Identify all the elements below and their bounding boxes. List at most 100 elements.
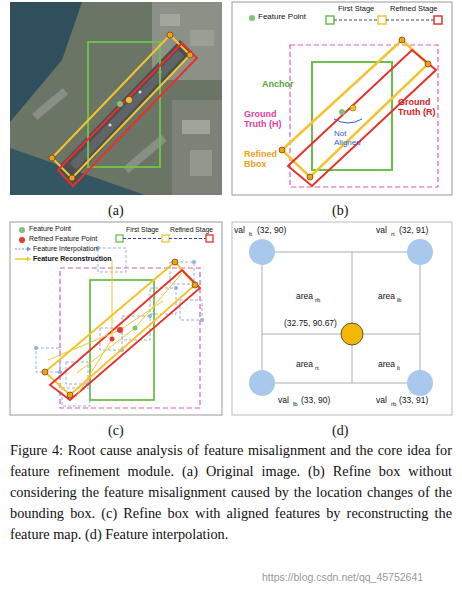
legend-text: Feature Interpolation (33, 245, 98, 253)
panel-c-illustration (10, 222, 222, 415)
panel-c-illustration-shape (10, 222, 222, 415)
callout-note: Not Aligned (334, 130, 368, 148)
panel-letter: (d) (332, 423, 348, 438)
value-label: val (376, 396, 387, 405)
legend-swatch (19, 227, 25, 233)
panel-c-illustration-shape (206, 235, 213, 242)
panel-c-illustration-shape (133, 326, 138, 331)
satellite-image-shape (10, 2, 222, 195)
panel-b-illustration-shape (386, 20, 434, 21)
panel-c-illustration-shape (48, 260, 182, 397)
panel-letter: (b) (332, 203, 348, 218)
panel-b-illustration-shape (334, 20, 378, 21)
value-coords: (33, 90) (301, 396, 330, 405)
satellite-image-shape (182, 120, 210, 134)
value-coords: (32, 90) (257, 226, 286, 235)
panel-c-illustration-shape (169, 238, 206, 239)
satellite-image-shape (88, 42, 160, 167)
satellite-image-shape (117, 101, 123, 107)
value-label: val (278, 396, 289, 405)
figure-caption: Figure 4: Root cause analysis of feature… (10, 440, 452, 545)
panel-c-illustration-shape (123, 238, 162, 239)
legend-text: Feature Point (29, 225, 71, 233)
interpolation-grid-shape (262, 252, 420, 383)
panel-c-illustration-shape (27, 247, 31, 252)
panel-c-illustration-shape-shape (174, 286, 178, 290)
panel-b-illustration-shape (339, 109, 345, 115)
box-label: Anchor (262, 80, 294, 90)
panel-b-illustration-shape (232, 2, 452, 195)
area-label: area (378, 360, 395, 369)
interpolation-grid (232, 222, 452, 415)
satellite-image-shape (187, 52, 193, 58)
panel-c-illustration-shape-shape (76, 339, 112, 397)
panel-c-illustration-shape (67, 392, 73, 398)
panel-c-illustration-shape-shape (148, 314, 152, 318)
watermark: https://blog.csdn.net/qq_45752641 (262, 572, 423, 584)
panel-b-illustration-shape (425, 61, 431, 67)
panel-c-illustration-shape-shape (120, 301, 163, 330)
panel-c-illustration-shape-shape (48, 330, 120, 360)
legend-swatch (249, 15, 255, 21)
satellite-image-shape (60, 40, 192, 178)
panel-b-illustration (232, 2, 452, 195)
value-label: val (234, 226, 245, 235)
interpolation-grid-shape (249, 239, 275, 265)
panel-b-illustration-shape (326, 16, 334, 24)
interpolation-grid-shape (232, 222, 452, 415)
panel-c-illustration-shape-shape (192, 260, 196, 264)
value-coords: (33, 91) (399, 396, 428, 405)
panel-c-illustration-shape (15, 249, 27, 250)
area-label: area (378, 292, 395, 301)
value-subscript: rt (391, 231, 395, 238)
satellite-image-shape (172, 100, 222, 195)
area-subscript: rb (315, 297, 320, 304)
panel-c-illustration-shape (162, 235, 169, 242)
satellite-image-shape (190, 150, 212, 176)
value-coords: (32, 91) (399, 226, 428, 235)
panel-b-illustration-shape (279, 147, 285, 153)
area-subscript: rt (315, 365, 319, 372)
legend-text: Feature Reconstruction (33, 255, 112, 263)
legend-text: First Stage (126, 226, 159, 233)
panel-letter: (a) (108, 203, 124, 218)
interpolation-grid-shape (352, 252, 353, 383)
panel-b-illustration-shape (378, 16, 386, 24)
panel-c-illustration-shape (172, 259, 178, 265)
panel-c-illustration-shape (90, 280, 154, 400)
satellite-image-shape (10, 2, 82, 122)
panel-b-illustration-shape (307, 174, 313, 180)
panel-c-illustration-shape-shape (58, 370, 62, 374)
panel-letter: (c) (108, 423, 124, 438)
value-subscript: lb (293, 401, 298, 408)
satellite-image-shape (49, 155, 55, 161)
panel-c-illustration-shape (15, 258, 27, 260)
area-subscript: lt (397, 365, 400, 372)
interpolation-grid-shape (407, 370, 433, 396)
panel-c-illustration-shape-shape (112, 260, 113, 339)
legend-swatch (19, 237, 25, 243)
area-subscript: lb (397, 297, 402, 304)
panel-c-illustration-shape (60, 268, 200, 408)
satellite-image-shape (32, 88, 68, 120)
satellite-image-shape (190, 30, 214, 46)
panel-c-illustration-shape-shape (200, 318, 204, 322)
panel-c-illustration-shape (36, 248, 202, 406)
satellite-image-shape (109, 124, 112, 127)
panel-b-illustration-shape (350, 105, 356, 111)
satellite-image-shape (69, 175, 75, 181)
satellite-image-shape (58, 43, 197, 186)
satellite-image-shape (139, 91, 142, 94)
box-label: Ground Truth (H) (244, 110, 290, 130)
legend-text: First Stage (338, 5, 374, 13)
box-label: Ground Truth (R) (398, 98, 448, 118)
panel-c-illustration-shape-shape (135, 273, 182, 328)
panel-c-illustration-shape (42, 369, 48, 375)
satellite-image-shape (126, 97, 132, 103)
satellite-image (10, 2, 222, 195)
interpolation-grid-shape (407, 239, 433, 265)
interpolation-grid-shape (341, 323, 363, 345)
panel-c-illustration-shape (110, 337, 115, 342)
panel-b-illustration-shape (399, 37, 405, 43)
